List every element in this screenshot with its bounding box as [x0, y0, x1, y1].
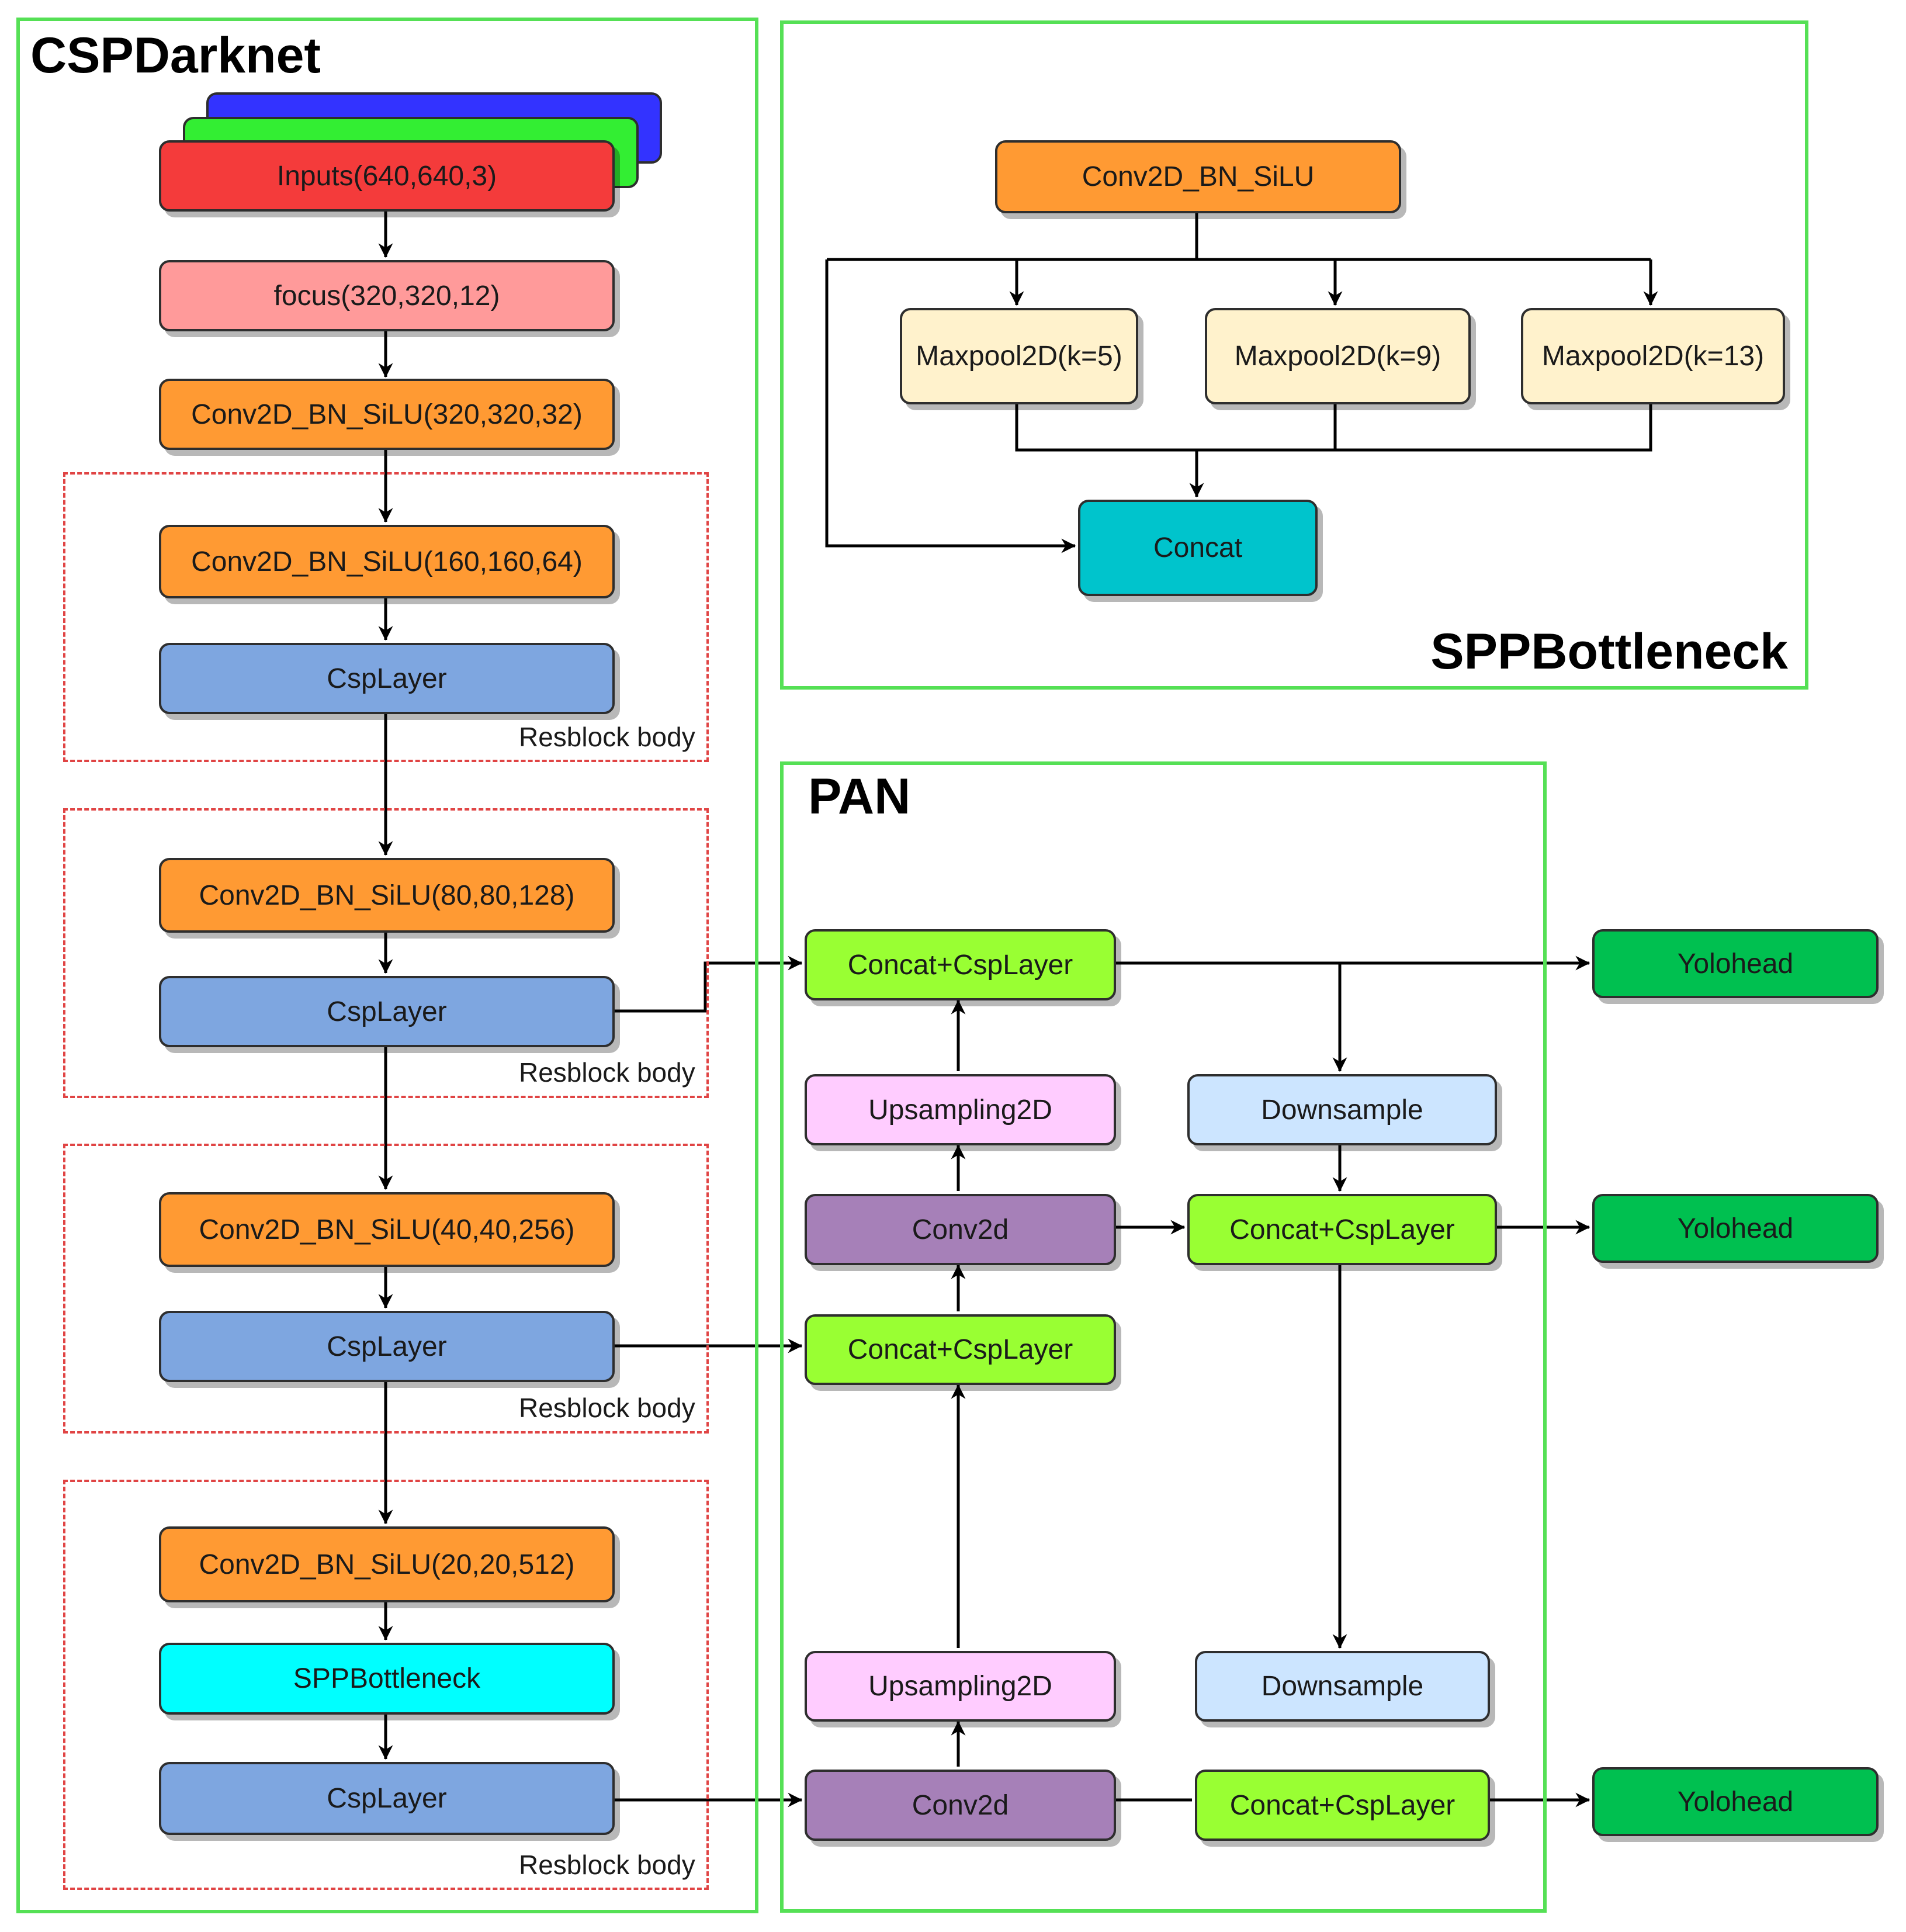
pan-upsampling-top-node: Upsampling2D: [805, 1074, 1116, 1145]
yolohead-1-node: Yolohead: [1592, 929, 1879, 998]
yolohead-3-node: Yolohead: [1592, 1767, 1879, 1836]
pan-upsampling-bottom-node: Upsampling2D: [805, 1651, 1116, 1722]
pan-concat-csp-mid-right-node: Concat+CspLayer: [1187, 1194, 1497, 1265]
maxpool-k13-node: Maxpool2D(k=13): [1521, 308, 1785, 404]
cspdarknet-panel: [16, 18, 758, 1913]
cspdarknet-title: CSPDarknet: [30, 27, 321, 84]
maxpool-k5-node: Maxpool2D(k=5): [900, 308, 1138, 404]
pan-panel: [780, 761, 1547, 1913]
pan-downsample-bottom-node: Downsample: [1195, 1651, 1490, 1722]
inputs-node: Inputs(640,640,3): [159, 140, 615, 212]
conv-20-node: Conv2D_BN_SiLU(20,20,512): [159, 1526, 615, 1602]
conv-320-node: Conv2D_BN_SiLU(320,320,32): [159, 379, 615, 450]
spp-conv-node: Conv2D_BN_SiLU: [995, 140, 1401, 213]
resblock-label-3: Resblock body: [519, 1393, 695, 1423]
pan-concat-csp-top-node: Concat+CspLayer: [805, 929, 1116, 1000]
focus-node: focus(320,320,12): [159, 260, 615, 331]
resblock-region-4: [63, 1480, 709, 1890]
pan-downsample-top-node: Downsample: [1187, 1074, 1497, 1145]
sppbottleneck-title: SPPBottleneck: [1430, 624, 1788, 680]
pan-title: PAN: [808, 768, 911, 825]
csp-layer-3-node: CspLayer: [159, 1311, 615, 1382]
csp-layer-2-node: CspLayer: [159, 976, 615, 1047]
pan-concat-csp-bottom-node: Concat+CspLayer: [1195, 1770, 1490, 1841]
resblock-region-1: [63, 472, 709, 762]
spp-bottleneck-node: SPPBottleneck: [159, 1643, 615, 1715]
maxpool-k9-node: Maxpool2D(k=9): [1205, 308, 1471, 404]
yolohead-2-node: Yolohead: [1592, 1194, 1879, 1263]
csp-layer-1-node: CspLayer: [159, 643, 615, 714]
edge-spp-bypass: [825, 259, 1076, 553]
sppbottleneck-panel: [780, 20, 1808, 690]
resblock-label-2: Resblock body: [519, 1057, 695, 1088]
pan-concat-csp-mid-left-node: Concat+CspLayer: [805, 1314, 1116, 1385]
resblock-region-3: [63, 1144, 709, 1434]
spp-concat-node: Concat: [1078, 500, 1318, 596]
resblock-label-4: Resblock body: [519, 1850, 695, 1880]
resblock-region-2: [63, 808, 709, 1098]
conv-80-node: Conv2D_BN_SiLU(80,80,128): [159, 858, 615, 933]
csp-layer-4-node: CspLayer: [159, 1762, 615, 1835]
conv-40-node: Conv2D_BN_SiLU(40,40,256): [159, 1192, 615, 1267]
pan-conv2d-bottom-node: Conv2d: [805, 1770, 1116, 1841]
conv-160-node: Conv2D_BN_SiLU(160,160,64): [159, 525, 615, 598]
pan-conv2d-mid-node: Conv2d: [805, 1194, 1116, 1265]
resblock-label-1: Resblock body: [519, 722, 695, 752]
edge-csp2-pan-top: [612, 955, 803, 1013]
